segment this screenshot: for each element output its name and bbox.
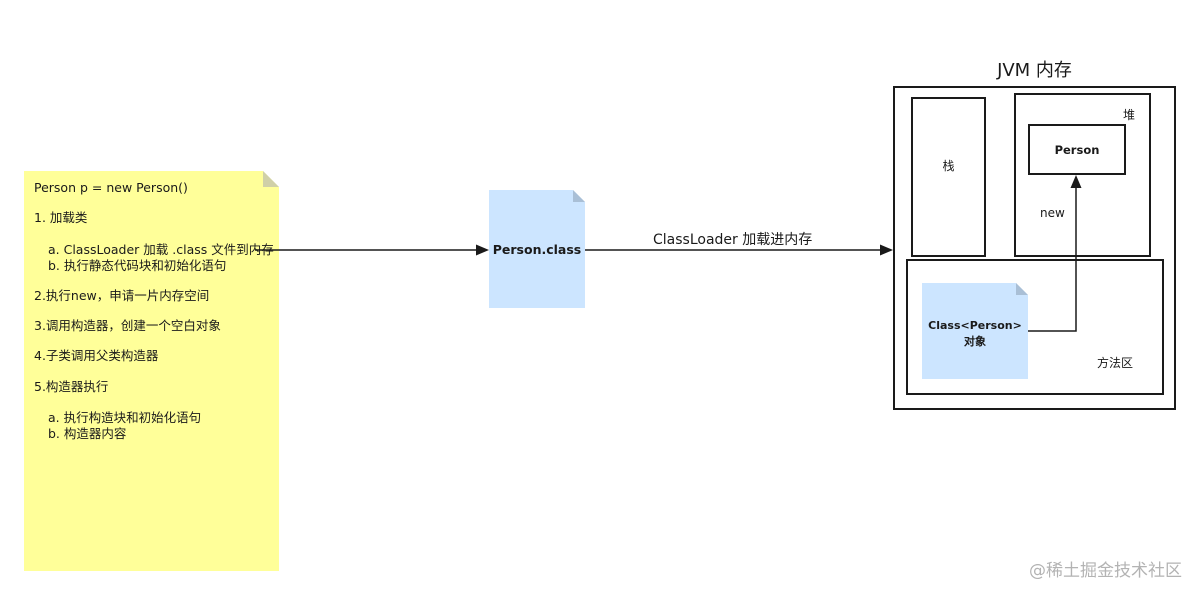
note-step1-a: a. ClassLoader 加载 .class 文件到内存 (48, 242, 274, 257)
person-class-label: Person.class (492, 242, 582, 257)
person-object-label: Person (1054, 143, 1100, 157)
jvm-memory-box (893, 86, 1176, 410)
note-step5-title: 5.构造器执行 (34, 379, 109, 394)
class-object-label-line2: 对象 (964, 335, 986, 348)
note-step1-b: b. 执行静态代码块和初始化语句 (48, 258, 227, 273)
jvm-title: JVM 内存 (997, 60, 1072, 81)
person-object-box (1028, 124, 1126, 175)
note-step2: 2.执行new，申请一片内存空间 (34, 288, 210, 303)
stack-label: 栈 (942, 159, 955, 173)
note-step5-a: a. 执行构造块和初始化语句 (48, 410, 202, 425)
note-step5-b: b. 构造器内容 (48, 426, 127, 441)
class-object-doc (922, 283, 1028, 379)
arrow-classloader-head (880, 244, 893, 256)
note-step4: 4.子类调用父类构造器 (34, 348, 159, 363)
heap-box (1014, 93, 1151, 257)
watermark: @稀土掘金技术社区 (1029, 561, 1182, 581)
method-area-label: 方法区 (1097, 356, 1134, 370)
class-object-label-line1: Class<Person> (928, 319, 1022, 332)
note-code-line: Person p = new Person() (34, 180, 188, 195)
note-step1-title: 1. 加载类 (34, 210, 88, 225)
method-area-box (906, 259, 1164, 395)
sticky-note (24, 171, 279, 571)
arrow-new-head (1070, 175, 1082, 188)
note-step3: 3.调用构造器，创建一个空白对象 (34, 318, 221, 333)
heap-label: 堆 (1123, 108, 1136, 122)
arrow-new-line (1028, 186, 1077, 332)
classloader-arrow-label: ClassLoader 加载进内存 (653, 232, 813, 248)
stack-box (911, 97, 986, 257)
arrow-load-head (476, 244, 489, 256)
new-label: new (1040, 206, 1065, 220)
person-class-file (489, 190, 585, 308)
